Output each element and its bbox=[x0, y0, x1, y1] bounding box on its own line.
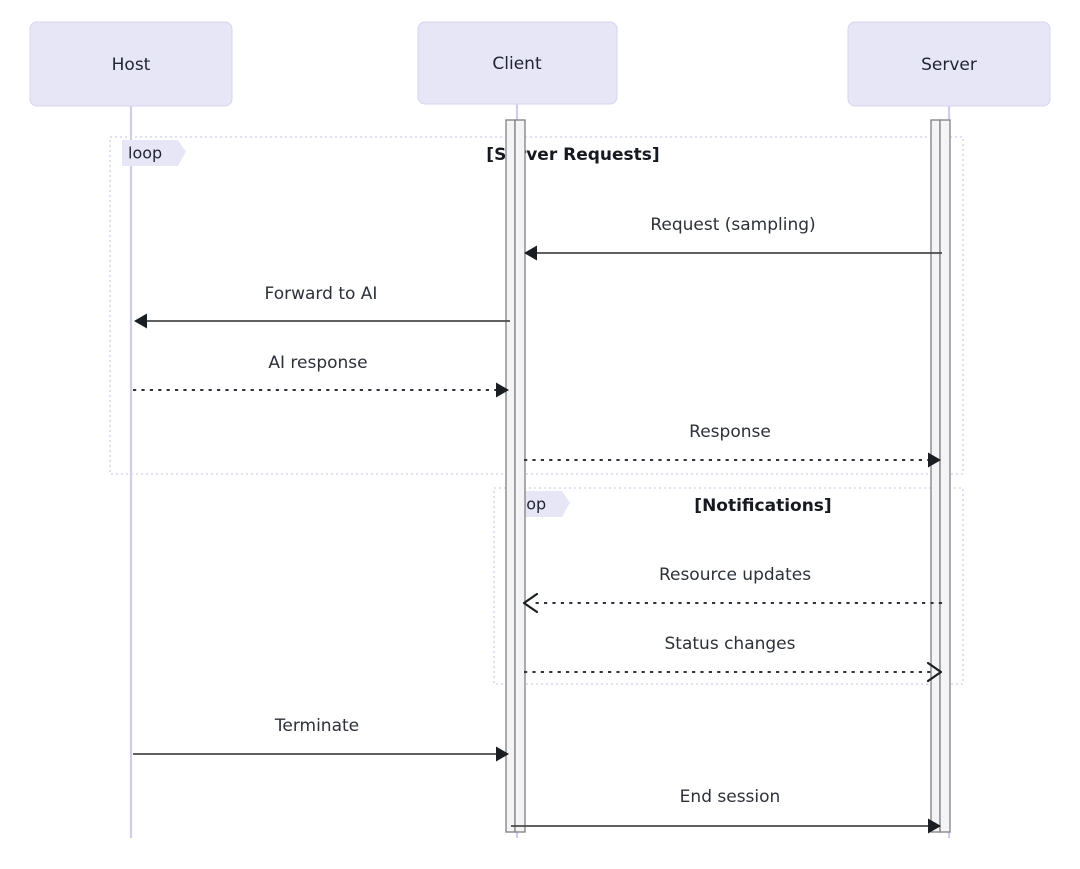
message-label: End session bbox=[680, 787, 781, 807]
participant-box bbox=[847, 21, 1051, 107]
participant-label: Server bbox=[921, 55, 977, 75]
message-label: Status changes bbox=[665, 634, 796, 654]
participant-label: Host bbox=[112, 55, 151, 75]
activation-bar-server bbox=[930, 119, 941, 833]
message-label: Terminate bbox=[274, 716, 359, 736]
participant-box bbox=[29, 21, 233, 107]
message-5[interactable]: Status changes bbox=[524, 634, 943, 683]
activation-bar-server bbox=[939, 119, 951, 833]
loop-condition-label: [Notifications] bbox=[694, 496, 831, 516]
arrowhead-filled-icon bbox=[928, 818, 941, 834]
participant-server[interactable]: Server bbox=[847, 21, 1051, 107]
loop-fragment-0: loop [Server Requests] bbox=[109, 136, 964, 475]
arrowhead-filled-icon bbox=[496, 746, 509, 762]
loop-frame-border bbox=[109, 136, 964, 475]
message-1[interactable]: Forward to AI bbox=[134, 284, 510, 329]
participant-label: Client bbox=[492, 54, 542, 74]
message-label: Response bbox=[689, 422, 771, 442]
arrowhead-open-icon bbox=[926, 661, 943, 683]
arrowhead-filled-icon bbox=[524, 245, 537, 261]
message-4[interactable]: Resource updates bbox=[522, 565, 942, 614]
arrowhead-open-icon bbox=[522, 592, 539, 614]
arrowhead-filled-icon bbox=[928, 452, 941, 468]
participants-group: Host Client Server bbox=[29, 21, 1051, 107]
participant-box bbox=[417, 21, 618, 105]
message-3[interactable]: Response bbox=[524, 422, 941, 468]
message-6[interactable]: Terminate bbox=[133, 716, 509, 762]
participant-client[interactable]: Client bbox=[417, 21, 618, 105]
loop-condition-label: [Server Requests] bbox=[486, 145, 659, 165]
message-0[interactable]: Request (sampling) bbox=[524, 215, 942, 261]
activation-bar-client bbox=[505, 119, 516, 833]
loop-tab-label: loop bbox=[128, 144, 162, 163]
message-label: Request (sampling) bbox=[650, 215, 815, 235]
arrowhead-filled-icon bbox=[496, 382, 509, 398]
messages-group: Request (sampling) Forward to AI AI respon… bbox=[133, 215, 943, 834]
lifelines-group bbox=[129, 104, 951, 838]
loop-fragments-group: loop [Server Requests] loop[Notifications] bbox=[109, 136, 964, 685]
activation-bars-group bbox=[505, 119, 951, 833]
activation-bar-client bbox=[514, 119, 526, 833]
message-7[interactable]: End session bbox=[511, 787, 941, 834]
participant-host[interactable]: Host bbox=[29, 21, 233, 107]
arrowhead-filled-icon bbox=[134, 313, 147, 329]
loop-frame-border bbox=[493, 487, 964, 685]
message-2[interactable]: AI response bbox=[133, 353, 509, 398]
loop-fragment-1: loop[Notifications] bbox=[493, 487, 964, 685]
message-label: Forward to AI bbox=[265, 284, 378, 304]
loop-tab-shape bbox=[122, 140, 186, 166]
message-label: AI response bbox=[268, 353, 367, 373]
message-label: Resource updates bbox=[659, 565, 811, 585]
